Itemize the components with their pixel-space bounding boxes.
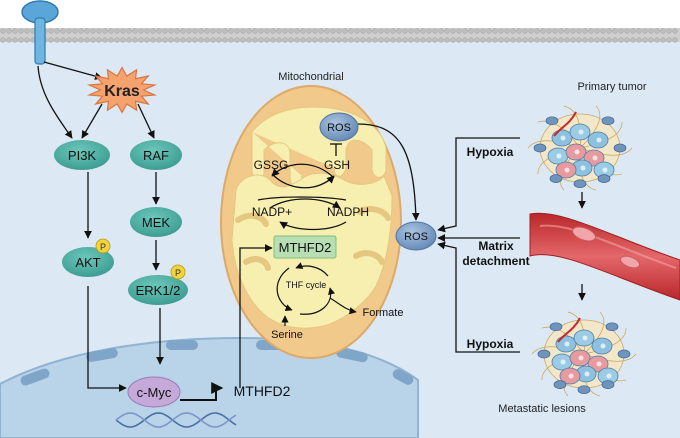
hypoxia-top-label: Hypoxia (467, 145, 514, 159)
erk-label: ERK1/2 (136, 283, 181, 298)
ros-node: ROS (395, 221, 437, 251)
hypoxia-bottom-label: Hypoxia (467, 337, 514, 351)
mek-node: MEK (130, 207, 182, 237)
lipid-bilayer (0, 28, 678, 43)
nadph-label: NADPH (327, 205, 369, 219)
mito-ros-node: ROS (319, 112, 359, 142)
cell-membrane (0, 28, 680, 43)
ros-export-arrow (357, 123, 420, 221)
cmyc-node: c-Myc (127, 376, 181, 408)
membrane-receptor-icon (21, 0, 59, 65)
mthfd2-enzyme-box: MTHFD2 (273, 235, 337, 259)
primary-tumor-label: Primary tumor (577, 81, 646, 93)
detachment-label: detachment (462, 254, 529, 268)
blood-vessel-icon (529, 212, 680, 301)
kras-node: Kras (86, 66, 158, 114)
matrix-label: Matrix (478, 239, 514, 253)
phospho-label: P (100, 242, 106, 252)
serine-label: Serine (271, 329, 303, 341)
formate-label: Formate (363, 307, 404, 319)
mthfd2-translation-arrow (239, 244, 273, 388)
metastasis-ros-arrows (437, 137, 586, 353)
pi3k-label: PI3K (68, 148, 97, 163)
ros-label: ROS (404, 231, 428, 243)
nadp-plus-label: NADP+ (252, 205, 292, 219)
nuclear-pores (20, 340, 414, 386)
mito-ros-label: ROS (327, 122, 351, 134)
mek-label: MEK (142, 215, 171, 230)
dna-helix-icon (115, 412, 237, 428)
phospho-badge (170, 264, 186, 280)
mito-title: Mitochondrial (278, 71, 343, 83)
primary-tumor-icon (527, 105, 633, 191)
mthfd2-gene-label: MTHFD2 (234, 383, 291, 399)
metastatic-lesion-icon (531, 311, 637, 397)
erk-node: ERK1/2 P (128, 264, 188, 305)
raf-node: RAF (130, 140, 182, 170)
gssg-label: GSSG (254, 158, 289, 172)
thf-cycle-label: THF cycle (286, 280, 327, 290)
gsh-label: GSH (324, 158, 350, 172)
signaling-arrows (37, 61, 224, 401)
pi3k-node: PI3K (54, 140, 110, 170)
kras-label: Kras (104, 83, 140, 100)
mthfd2-enzyme-label: MTHFD2 (279, 240, 332, 255)
phospho-badge (95, 238, 111, 254)
cmyc-label: c-Myc (137, 385, 172, 400)
akt-node: AKT P (62, 238, 114, 277)
phospho-label: P (175, 268, 181, 278)
akt-label: AKT (75, 255, 100, 270)
raf-label: RAF (143, 148, 169, 163)
thf-cycle-arrows (276, 262, 357, 326)
metastatic-lesions-label: Metastatic lesions (498, 403, 586, 415)
glutathione-cycle-arrows (257, 143, 347, 231)
